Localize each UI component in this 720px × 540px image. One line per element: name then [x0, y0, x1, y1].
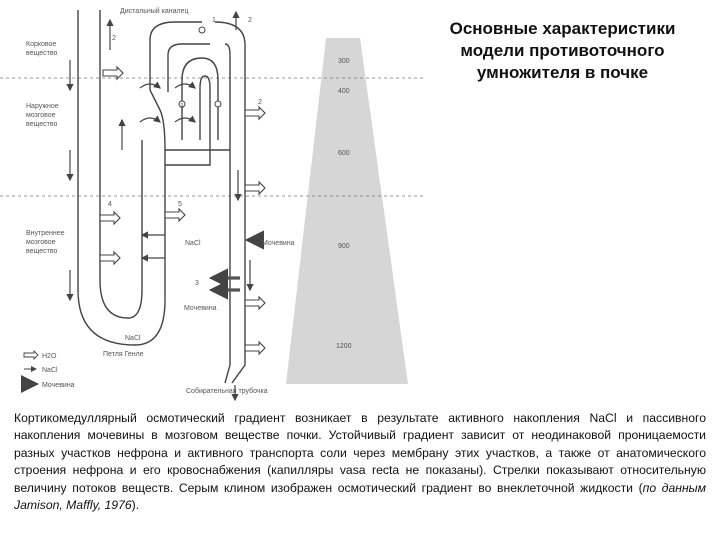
- nacl-center-label: NaCl: [185, 240, 201, 247]
- flow-arrows: [66, 10, 254, 402]
- title-line-1: Основные характеристики: [449, 19, 676, 38]
- legend: H2O NaCl Мочевина: [21, 349, 75, 393]
- osmolality-600: 600: [338, 150, 350, 157]
- cortex-label: Корковое вещество: [26, 41, 58, 57]
- osmolality-1200: 1200: [336, 343, 352, 350]
- figure-caption: Кортикомедуллярный осмотический градиент…: [14, 410, 706, 514]
- num-2-left: 2: [112, 35, 116, 42]
- num-1-mid: 1: [180, 103, 184, 110]
- pump-circles: [178, 26, 222, 108]
- outer-medulla-label: Наружное мозговое вещество: [26, 103, 61, 128]
- num-2-top: 2: [248, 17, 252, 24]
- nacl-arrows: [139, 81, 196, 262]
- legend-urea: Мочевина: [42, 382, 75, 389]
- urea-arrows: [208, 230, 264, 300]
- loop-of-henle: [77, 10, 166, 346]
- water-arrows: [99, 65, 266, 356]
- title-line-3: умножителя в почке: [476, 63, 649, 82]
- num-1-top: 1: [212, 17, 216, 24]
- collecting-duct: [200, 21, 246, 384]
- num-4: 4: [108, 201, 112, 208]
- legend-water: H2O: [42, 353, 57, 360]
- caption-main: Кортикомедуллярный осмотический градиент…: [14, 411, 706, 495]
- osmotic-gradient-wedge: [286, 38, 408, 384]
- caption-end: ).: [131, 498, 140, 513]
- legend-nacl: NaCl: [42, 367, 58, 374]
- num-5: 5: [178, 201, 182, 208]
- urea-label-2: Мочевина: [184, 305, 217, 312]
- distal-tubule: [149, 21, 219, 140]
- inner-medulla-label: Внутреннее мозговое вещество: [26, 230, 67, 255]
- collecting-duct-label: Дистальный каналец: [120, 7, 189, 15]
- caption-source: по данным Jamison, Maffly, 1976: [14, 480, 707, 513]
- collecting-tubule-label: Собирательная трубочка: [186, 387, 268, 395]
- urea-label-1: Мочевина: [262, 240, 295, 247]
- osmolality-400: 400: [338, 88, 350, 95]
- num-3: 3: [195, 280, 199, 287]
- slide-title: Основные характеристики модели противото…: [420, 18, 705, 84]
- loop-of-henle-label: Петля Генле: [103, 351, 144, 358]
- countercurrent-diagram: Дистальный каналец 1 2 2 1 2 4 5 3 Корко…: [0, 7, 425, 402]
- num-2-right: 2: [258, 99, 262, 106]
- nacl-bottom-label: NaCl: [125, 335, 141, 342]
- osmolality-300: 300: [338, 58, 350, 65]
- title-line-2: модели противоточного: [460, 41, 665, 60]
- osmolality-900: 900: [338, 243, 350, 250]
- thick-ascending-limb: [165, 140, 211, 166]
